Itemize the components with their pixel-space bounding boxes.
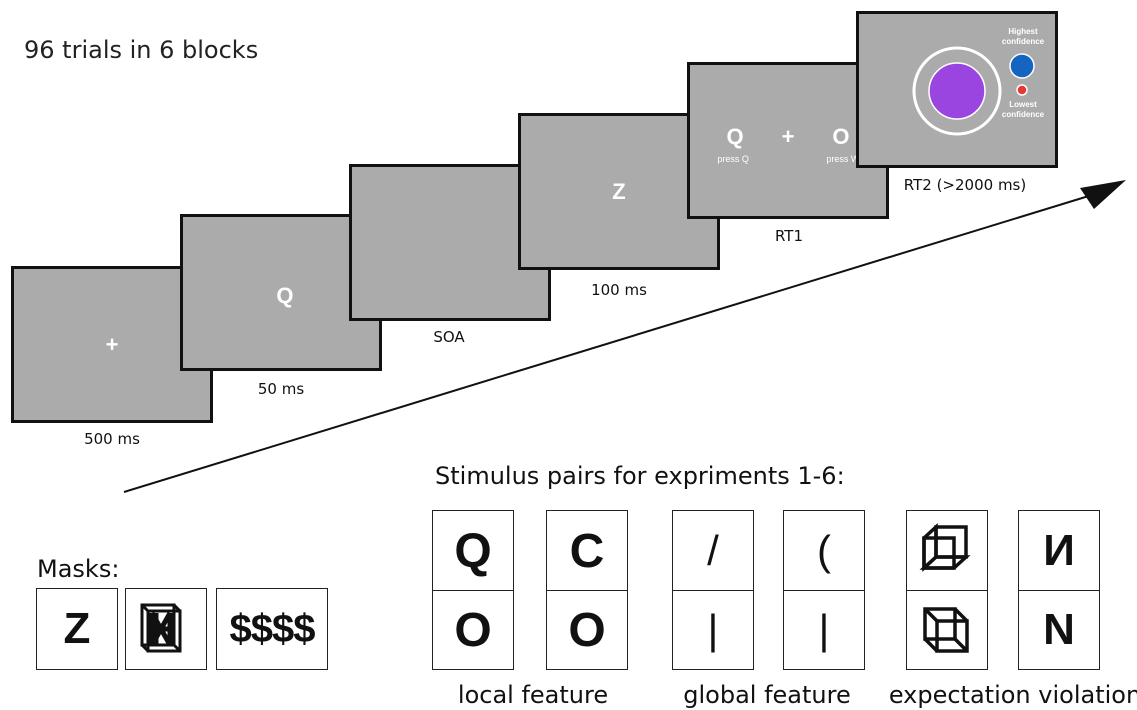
cube-icon bbox=[923, 607, 969, 653]
soa-caption: SOA bbox=[433, 328, 465, 346]
stimulus-box: Q bbox=[432, 510, 514, 592]
stimulus-glyph: / bbox=[707, 527, 719, 574]
stimulus-glyph: ( bbox=[817, 527, 831, 574]
stimulus-box: | bbox=[672, 590, 754, 670]
mask-box: $$$$ bbox=[216, 588, 328, 670]
response-left-letter: Q bbox=[726, 124, 744, 150]
highest-confidence-label: Highest confidence bbox=[1001, 27, 1045, 46]
target-letter: Q bbox=[276, 282, 294, 308]
stimulus-glyph: | bbox=[818, 606, 830, 653]
response-screen: Q press Q + O press W bbox=[687, 62, 889, 219]
global-feature-label: global feature bbox=[683, 681, 851, 709]
mask-box bbox=[125, 588, 207, 670]
soa-blank-screen bbox=[349, 164, 551, 321]
stimulus-glyph: O bbox=[454, 603, 492, 657]
stimulus-box: C bbox=[546, 510, 628, 592]
response-right-letter: O bbox=[832, 124, 850, 150]
confidence-time-caption: RT2 (>2000 ms) bbox=[903, 176, 1027, 194]
stimulus-box: ( bbox=[783, 510, 865, 592]
target-duration: 50 ms bbox=[257, 380, 305, 398]
highest-confidence-dot bbox=[1009, 53, 1035, 79]
stimulus-box bbox=[906, 510, 988, 592]
response-time-caption: RT1 bbox=[774, 227, 804, 245]
stimulus-box: O bbox=[546, 590, 628, 670]
stimulus-box: / bbox=[672, 510, 754, 592]
stimulus-pairs-title: Stimulus pairs for expriments 1-6: bbox=[435, 462, 845, 490]
block-summary-title: 96 trials in 6 blocks bbox=[24, 36, 259, 64]
cube-icon bbox=[919, 523, 971, 572]
confidence-slider-graphic bbox=[912, 46, 1035, 136]
fixation-duration: 500 ms bbox=[84, 430, 140, 448]
expectation-violation-label: expectation violation bbox=[888, 681, 1137, 709]
confidence-outer-ring bbox=[912, 46, 1002, 136]
mask-duration: 100 ms bbox=[591, 281, 647, 299]
response-center-cross: + bbox=[781, 124, 795, 150]
mask-glyph: $$$$ bbox=[229, 606, 316, 651]
stimulus-glyph: N bbox=[1043, 605, 1075, 654]
mask-glyph: Z bbox=[63, 604, 91, 653]
confidence-screen: Highest confidence Lowest confidence bbox=[856, 11, 1058, 168]
overlaid-letters-cube-icon bbox=[140, 603, 182, 653]
stimulus-glyph: C bbox=[569, 524, 605, 578]
fixation-cross: + bbox=[105, 331, 119, 357]
stimulus-box: | bbox=[783, 590, 865, 670]
stimulus-box: N bbox=[1018, 590, 1100, 670]
stimulus-box bbox=[906, 590, 988, 670]
mask-letter: Z bbox=[612, 178, 626, 204]
stimulus-glyph: И bbox=[1043, 526, 1075, 575]
fixation-screen: + bbox=[11, 266, 213, 423]
target-screen: Q bbox=[180, 214, 382, 371]
stimulus-glyph: | bbox=[707, 606, 719, 653]
masks-title: Masks: bbox=[37, 555, 120, 583]
mask-box: Z bbox=[36, 588, 118, 670]
stimulus-box: O bbox=[432, 590, 514, 670]
lowest-confidence-label: Lowest confidence bbox=[1001, 100, 1045, 119]
stimulus-glyph: Q bbox=[454, 524, 492, 578]
response-left-hint: press Q bbox=[717, 153, 749, 164]
stimulus-box: И bbox=[1018, 510, 1100, 592]
response-right-hint: press W bbox=[826, 153, 860, 164]
lowest-confidence-dot bbox=[1016, 84, 1028, 96]
mask-screen: Z bbox=[518, 113, 720, 270]
confidence-disc bbox=[928, 62, 986, 120]
stimulus-glyph: O bbox=[568, 603, 606, 657]
local-feature-label: local feature bbox=[457, 681, 609, 709]
